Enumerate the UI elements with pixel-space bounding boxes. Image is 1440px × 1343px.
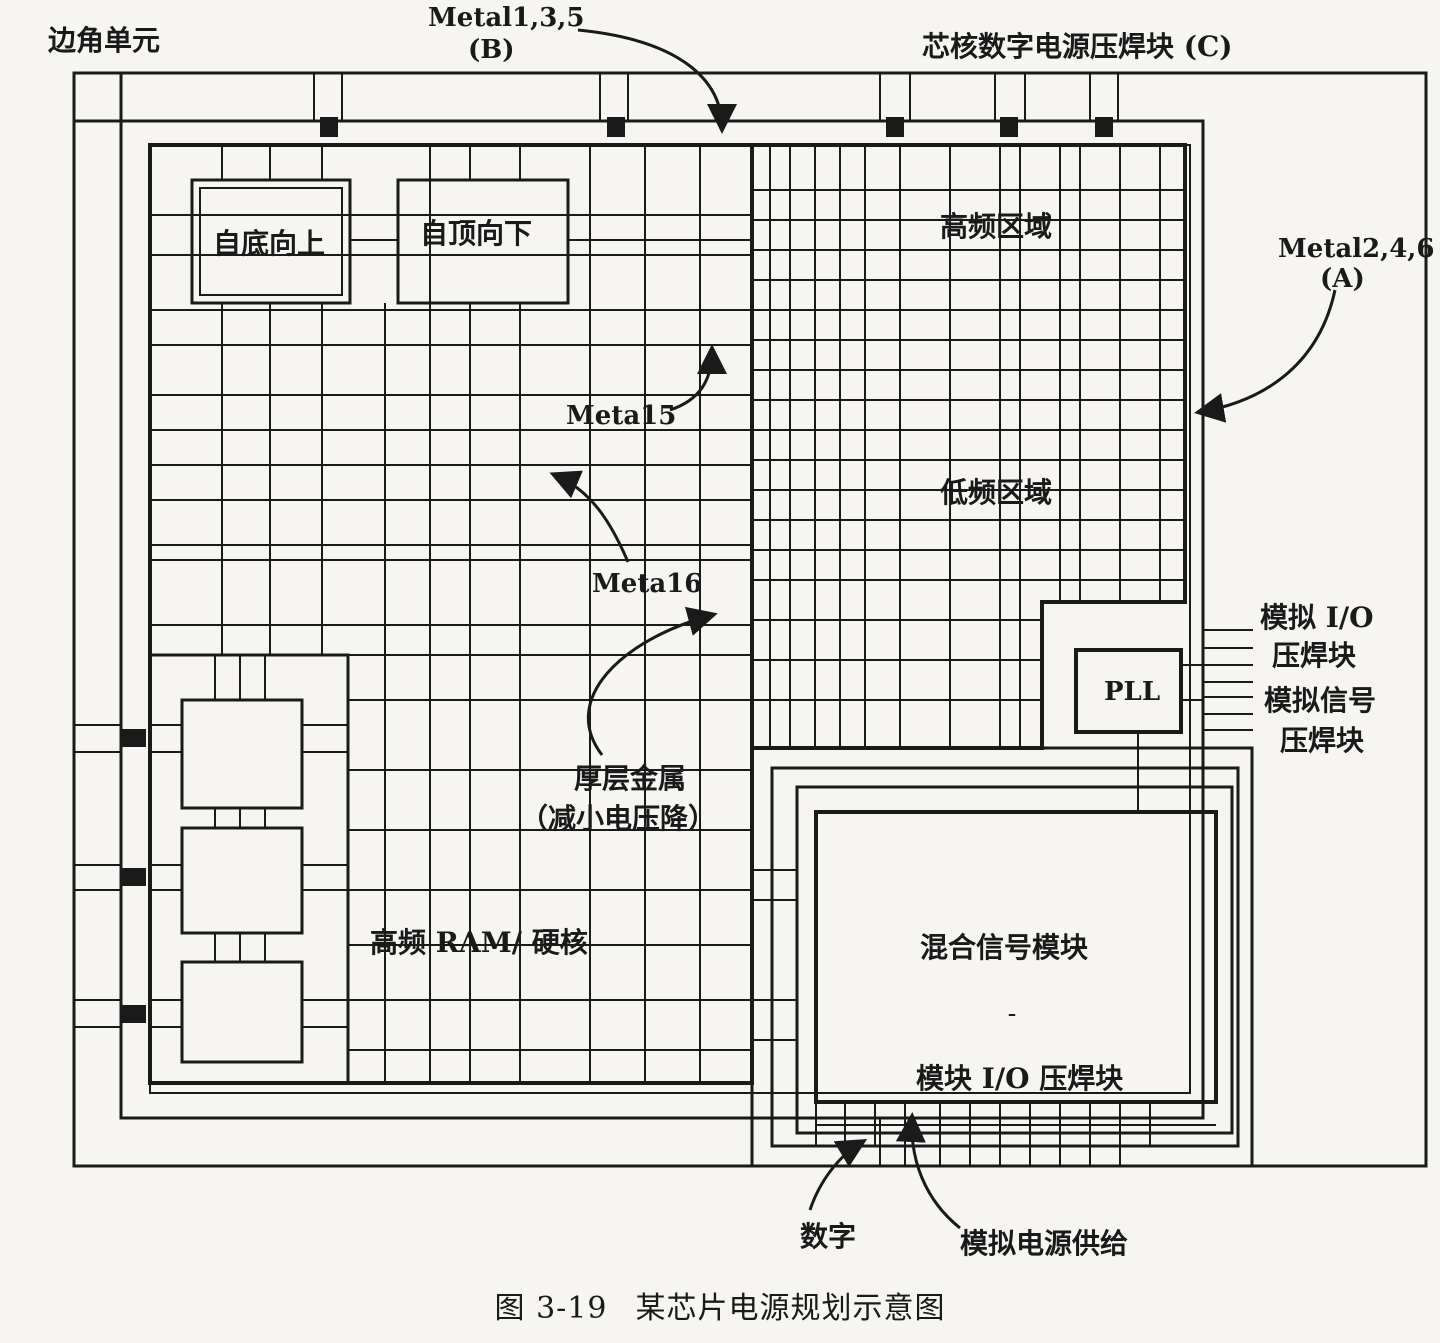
ram-macro-1	[180, 698, 304, 810]
mixed-signal-ring-3	[750, 746, 1254, 1168]
module-io-label: 模块 I/O 压焊块	[916, 1062, 1123, 1095]
analog-signal-label-1: 模拟信号	[1264, 684, 1376, 717]
figure-title: 某芯片电源规划示意图	[635, 1291, 946, 1326]
left-io-stubs	[74, 724, 121, 1028]
corner-cell	[72, 71, 123, 123]
metal246-label-b: (A)	[1320, 264, 1365, 294]
ram-macro-2	[180, 826, 304, 935]
mixed-signal-block	[814, 810, 1218, 1104]
ram-block-region	[148, 653, 350, 1085]
meta16-label: Meta16	[592, 569, 702, 599]
top-down-label: 自顶向下	[420, 217, 532, 250]
chip-outer-boundary	[72, 71, 1428, 1168]
chip-inner-boundary	[119, 119, 1205, 1120]
arrow-metal135	[577, 28, 737, 134]
arrow-metal246	[1194, 289, 1337, 423]
thick-metal-label: 厚层金属	[574, 762, 686, 795]
analog-supply-label: 模拟电源供给	[960, 1227, 1128, 1260]
mixed-signal-ring-1	[795, 785, 1234, 1135]
top-io-stubs	[313, 73, 1119, 121]
svg-text:-: -	[1008, 999, 1017, 1029]
core-pad-label: 芯核数字电源压焊块 (C)	[922, 30, 1233, 63]
thick-metal-note: （减小电压降）	[520, 802, 716, 835]
hf-ram-label: 高频 RAM/ 硬核	[370, 926, 588, 959]
power-grid	[150, 145, 1216, 1146]
leader-arrows	[549, 28, 1337, 1230]
power-pad-vias	[120, 117, 1113, 1023]
corner-cell-label: 边角单元	[48, 24, 160, 57]
metal135-label-b: (B)	[468, 35, 515, 65]
arrow-thick-metal	[587, 606, 718, 756]
metal246-label: Metal2,4,6	[1278, 234, 1434, 264]
ram-macro-3	[180, 960, 304, 1064]
mixed-signal-ring-2	[770, 766, 1240, 1148]
analog-signal-label-2: 压焊块	[1280, 724, 1364, 757]
figure-caption: 图 3-19 某芯片电源规划示意图	[0, 1283, 1440, 1327]
metal135-label: Metal1,3,5	[428, 3, 584, 33]
digital-label: 数字	[800, 1220, 856, 1253]
meta15-label: Meta15	[566, 401, 676, 431]
analog-io-label-2: 压焊块	[1272, 639, 1356, 672]
arrow-digital	[808, 1138, 868, 1211]
pll-block	[1074, 648, 1183, 734]
arrow-meta15	[669, 344, 727, 412]
mixed-signal-label: 混合信号模块	[920, 931, 1088, 964]
top-down-block	[396, 178, 570, 305]
arrow-analog-supply	[895, 1112, 961, 1230]
pll-label: PLL	[1104, 677, 1160, 707]
low-freq-label: 低频区域	[939, 476, 1052, 509]
right-io-stubs	[1203, 629, 1253, 731]
arrow-meta16	[549, 470, 630, 563]
figure-number: 图 3-19	[494, 1291, 608, 1326]
bottom-up-label: 自底向上	[213, 227, 325, 260]
high-freq-label: 高频区域	[940, 210, 1052, 243]
analog-io-label-1: 模拟 I/O	[1260, 601, 1373, 634]
